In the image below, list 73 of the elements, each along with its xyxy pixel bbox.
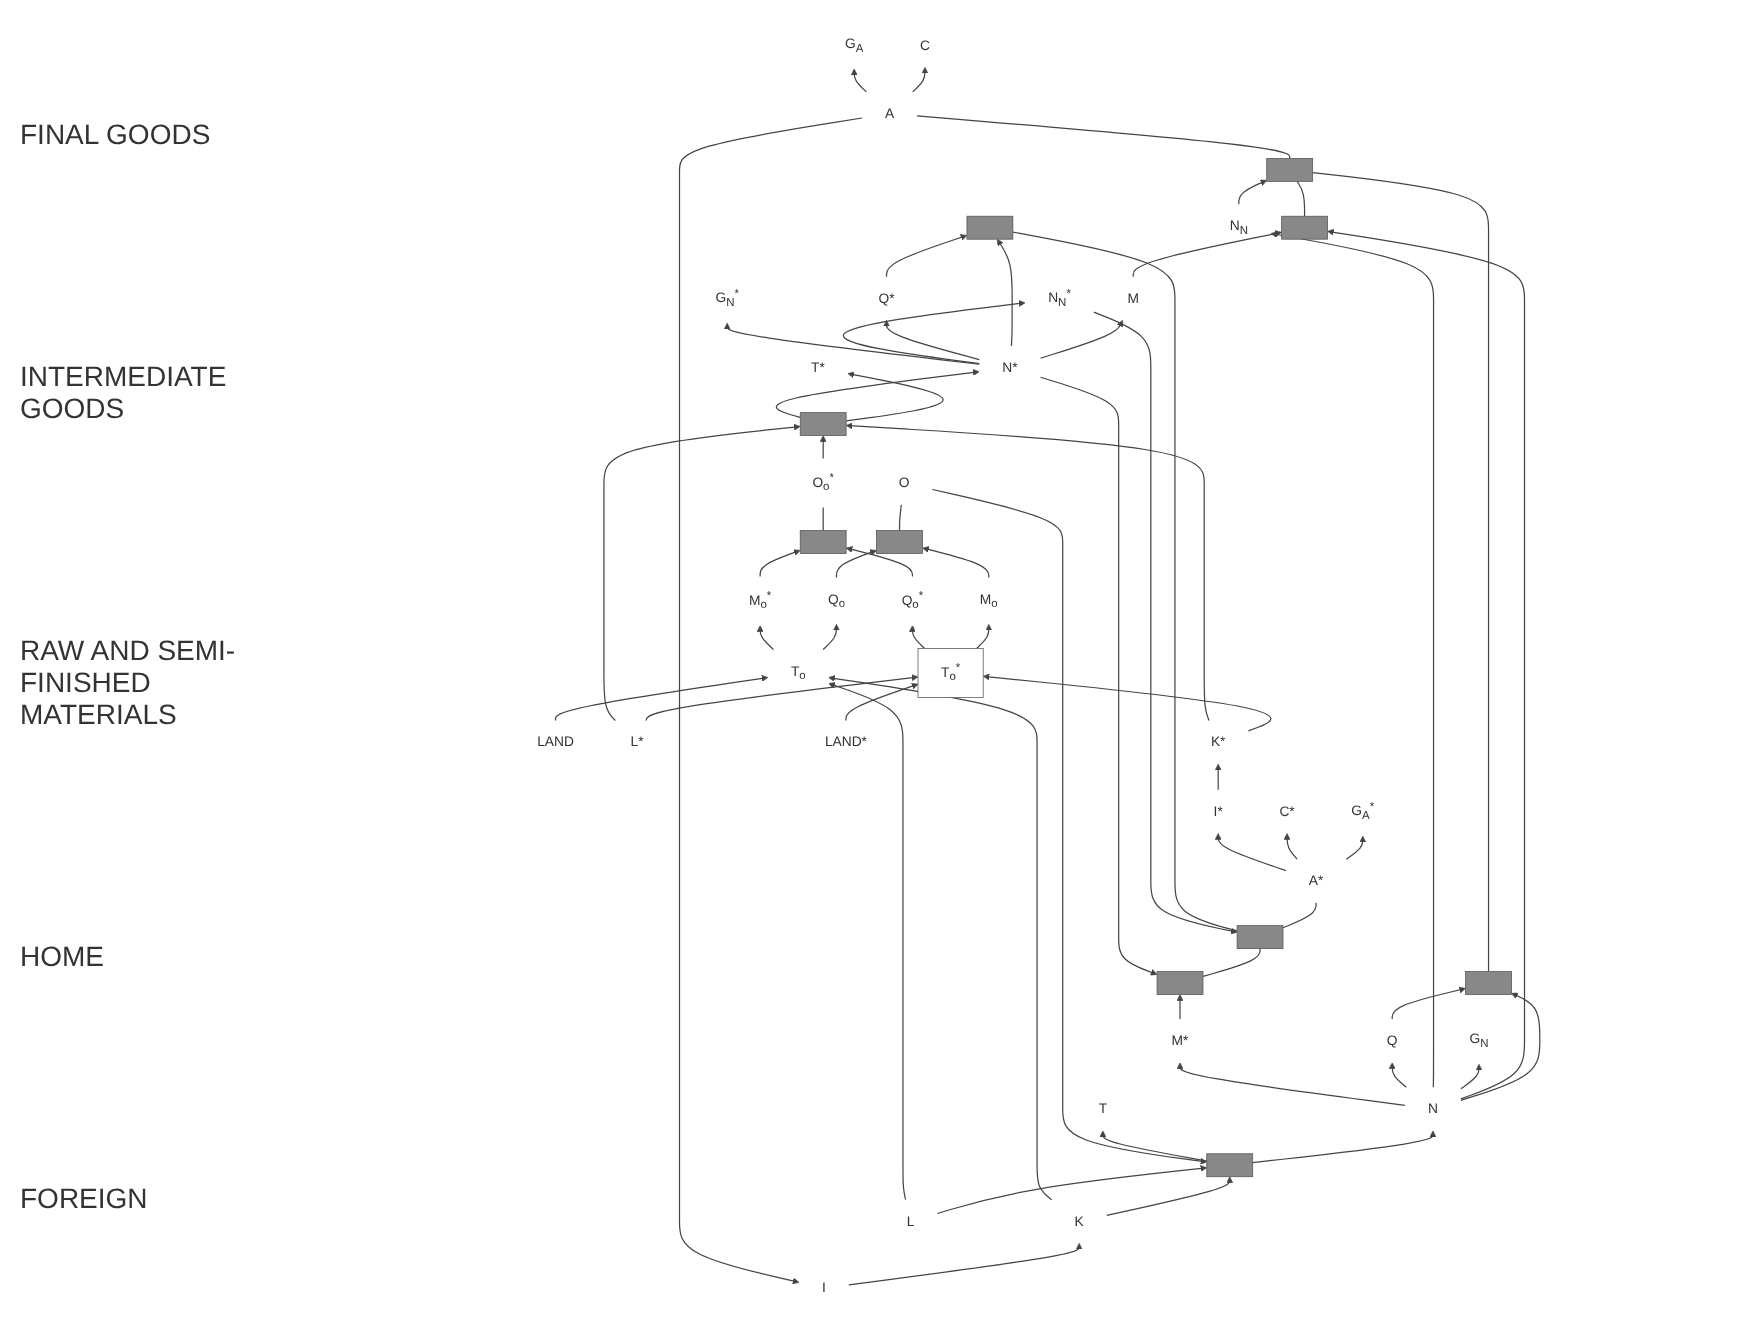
arrow bbox=[1132, 229, 1282, 277]
connector bbox=[1296, 179, 1306, 216]
node-bracket bbox=[799, 411, 847, 435]
arrow bbox=[883, 319, 980, 360]
arrow bbox=[1176, 993, 1184, 1019]
arrow bbox=[1176, 1061, 1406, 1105]
arrow bbox=[828, 674, 1053, 1200]
arrow bbox=[1039, 375, 1158, 975]
arrow bbox=[775, 368, 980, 418]
arrow bbox=[848, 1242, 1083, 1285]
connector bbox=[1312, 170, 1490, 972]
arrow bbox=[1283, 832, 1298, 859]
arrow bbox=[845, 421, 1210, 721]
node-bracket bbox=[1206, 1152, 1254, 1177]
arrow bbox=[759, 548, 801, 577]
arrow bbox=[1106, 1175, 1234, 1215]
arrow bbox=[554, 674, 769, 721]
arrow bbox=[678, 116, 863, 1284]
arrow bbox=[1460, 991, 1541, 1100]
arrow bbox=[845, 545, 914, 577]
connector bbox=[1012, 230, 1238, 931]
arrow bbox=[645, 673, 919, 721]
node-bracket bbox=[966, 214, 1014, 239]
connector bbox=[822, 505, 824, 531]
node-bracket bbox=[1266, 157, 1314, 181]
arrow bbox=[819, 434, 827, 459]
section-label: HOME bbox=[18, 937, 106, 975]
connector bbox=[1282, 901, 1317, 928]
arrow bbox=[912, 66, 929, 92]
section-label: INTERMEDIATE GOODS bbox=[18, 357, 229, 427]
arrow bbox=[850, 67, 867, 92]
connector bbox=[916, 114, 1291, 158]
arrow bbox=[1270, 230, 1435, 1087]
arrow bbox=[931, 487, 1208, 1164]
arrow bbox=[922, 545, 990, 578]
connector bbox=[898, 503, 902, 531]
arrow bbox=[982, 672, 1272, 731]
arrow bbox=[909, 624, 926, 649]
node-bracket bbox=[1465, 970, 1512, 994]
section-label: RAW AND SEMI-FINISHED MATERIALS bbox=[18, 631, 238, 733]
arrow bbox=[1345, 834, 1367, 859]
arrow bbox=[976, 623, 993, 649]
node-bracket bbox=[1236, 924, 1284, 948]
arrow bbox=[1214, 762, 1222, 790]
node-bracket bbox=[799, 529, 847, 553]
arrow bbox=[822, 623, 840, 650]
arrow bbox=[603, 422, 801, 721]
arrow bbox=[1327, 227, 1526, 1099]
arrow bbox=[843, 299, 1026, 364]
node-bracket bbox=[1156, 970, 1204, 994]
arrow bbox=[828, 681, 907, 1200]
arrow bbox=[996, 237, 1013, 346]
arrow bbox=[1460, 1062, 1483, 1089]
arrow bbox=[1214, 832, 1287, 871]
node-bracket bbox=[1281, 214, 1328, 239]
arrow bbox=[1093, 310, 1238, 934]
section-label: FINAL GOODS bbox=[18, 115, 213, 153]
arrow bbox=[1252, 1129, 1437, 1163]
arrow bbox=[845, 682, 919, 721]
arrow bbox=[723, 321, 980, 364]
arrow bbox=[1388, 1061, 1407, 1087]
arrow bbox=[1238, 178, 1268, 204]
arrow bbox=[845, 370, 944, 421]
arrow bbox=[1039, 319, 1124, 358]
arrow bbox=[756, 624, 775, 650]
node-bracket bbox=[876, 529, 923, 553]
arrow bbox=[1099, 1129, 1208, 1161]
arrow bbox=[1391, 985, 1466, 1019]
connector bbox=[1202, 947, 1261, 977]
arrow bbox=[885, 233, 968, 277]
arrow bbox=[835, 548, 877, 578]
arrow bbox=[936, 1164, 1208, 1214]
section-label: FOREIGN bbox=[18, 1179, 150, 1217]
